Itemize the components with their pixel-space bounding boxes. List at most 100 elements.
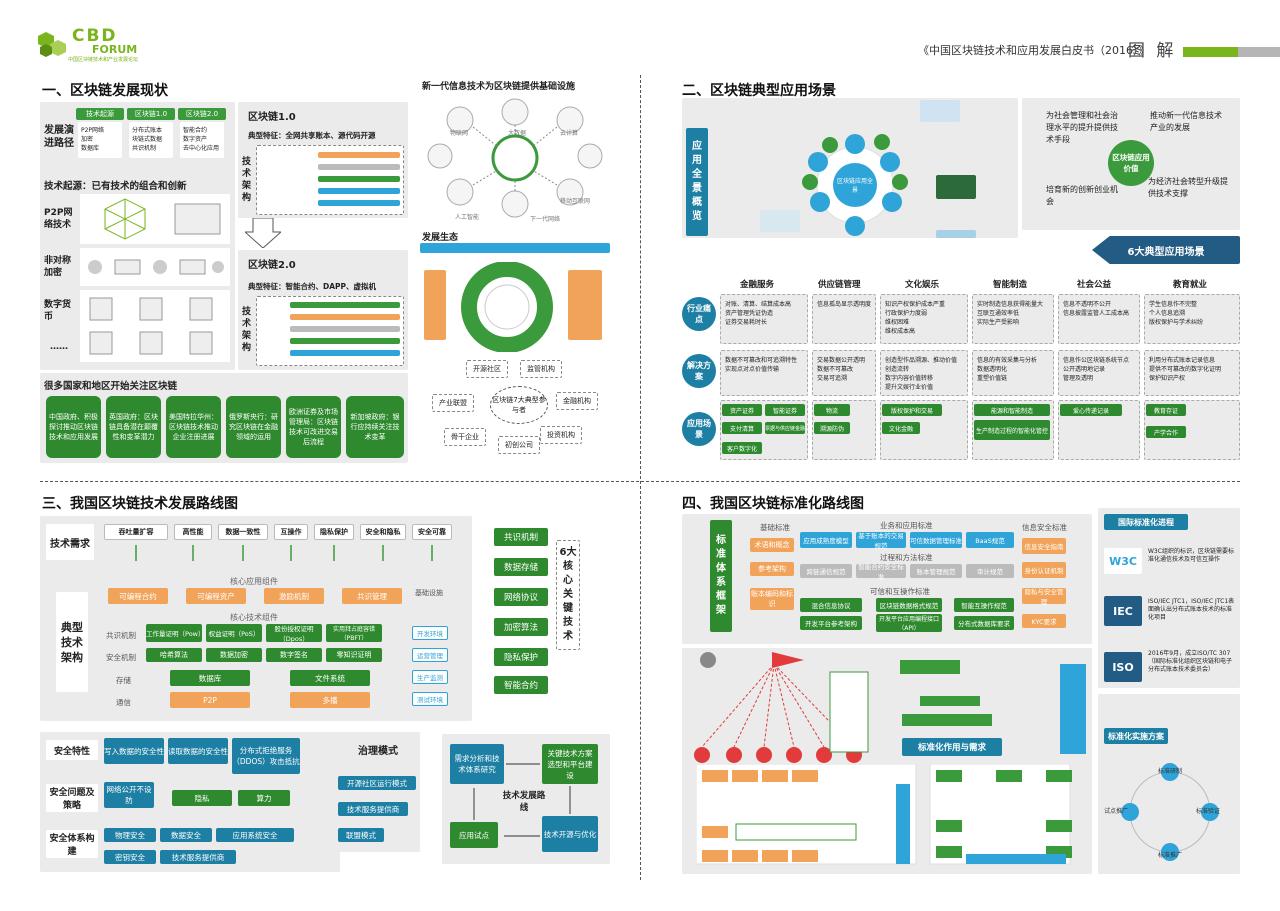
s2-img-4 — [920, 100, 960, 122]
infra-diagram — [427, 98, 603, 218]
pain-6: 学生信息作不完整 个人信息追溯 版权保护与学术纠纷 — [1144, 294, 1240, 344]
eco-item-1: 开源社区 — [466, 360, 508, 378]
interop-1: 混合信息协议 — [800, 598, 862, 612]
app-header-1: 金融服务 — [740, 280, 775, 290]
s3-arch-panel — [40, 516, 472, 721]
pain-3: 知识产权保护成本严重 行政保护力度弱 维权困难 维权成本高 — [880, 294, 968, 344]
biz-3: 可信数据管理标准 — [910, 532, 962, 548]
scene-6-1: 教育存证 — [1146, 404, 1186, 416]
side-4: 测试环境 — [412, 692, 448, 706]
infra-title: 新一代信息技术为区块链提供基础设施 — [422, 82, 576, 92]
path-desc-2: 分布式账本 块链式数据 共识机制 — [129, 122, 173, 158]
row-pain-label: 行业痛点 — [682, 297, 716, 331]
sec-std-1: 信息安全指南 — [1022, 538, 1066, 554]
bc2-features: 典型特征：智能合约、DAPP、虚拟机 — [248, 282, 377, 291]
tech-asym: 非对称加密 — [44, 256, 72, 278]
s2-img-3 — [936, 230, 976, 238]
scene-4-2: 生产制造过程的智能化管控 — [974, 420, 1050, 440]
eco-item-6: 金融机构 — [556, 392, 598, 410]
sol-2: 交易数据公开透明 数据不可篡改 交易可追溯 — [812, 350, 876, 396]
row-scene-label: 应用场景 — [682, 412, 716, 446]
scene-3-1: 版权保护和交易 — [882, 404, 942, 416]
bc1-bar-3 — [318, 176, 400, 182]
key-1: 共识机制 — [494, 528, 548, 546]
core-app-label: 核心应用组件 — [230, 577, 278, 586]
base-2: 参考架构 — [750, 562, 794, 576]
cons-3: 股份授权证明（Dpos） — [266, 624, 322, 643]
safety-label: 安全特性 — [46, 740, 98, 760]
divider-vertical — [640, 75, 641, 880]
country-6: 新加坡政府：银行应持续关注技术变革 — [346, 396, 404, 458]
value-item-4: 为经济社会转型升级提供技术支撑 — [1148, 177, 1228, 198]
pain-1: 对账、清算、结算成本高 资产管理凭证伪造 证券交易耗时长 — [720, 294, 808, 344]
tech-p2p: P2P网络技术 — [44, 208, 73, 230]
eco-bar — [420, 243, 610, 253]
p2p-network-diagram — [80, 194, 230, 244]
biz-4: BaaS规范 — [966, 532, 1014, 548]
key-5: 隐私保护 — [494, 648, 548, 666]
scene-5-1: 爱心传递记录 — [1060, 404, 1122, 416]
scene-3-2: 文化金融 — [882, 422, 920, 434]
path-step-2: 区块链1.0 — [127, 108, 175, 120]
impl-diagram — [696, 764, 1072, 865]
country-1: 中国政府、积极探讨推动区块链技术和应用发展 — [46, 396, 101, 458]
app-center: 区块链应用全景 — [836, 178, 873, 194]
side-2: 运营管理 — [412, 648, 448, 662]
impl-label: 标准化实施方案 — [1104, 728, 1168, 744]
app-comp-4: 共识管理 — [342, 588, 402, 604]
org-iso: ISO — [1104, 652, 1142, 682]
bc-arrow — [245, 218, 281, 248]
cycle-2: 标准验证 — [1196, 808, 1221, 815]
core-tech-label: 核心技术组件 — [230, 613, 278, 622]
side-1: 开发环境 — [412, 626, 448, 640]
path-desc-1: P2P网络 加密 数据库 — [78, 122, 122, 158]
proc-1: 跨链通信规范 — [800, 564, 852, 578]
route-2: 关键技术方案选型和平台建设 — [542, 744, 598, 784]
proc-4: 审计规范 — [966, 564, 1014, 578]
infra-item-4: 人工智能 — [455, 214, 480, 221]
s2-banner: 6大典型应用场景 — [1092, 236, 1240, 264]
eco-item-5: 投资机构 — [540, 426, 582, 444]
bc2-bar-4 — [290, 338, 400, 344]
cycle-1: 标准研制 — [1158, 768, 1183, 775]
sol-5: 信息作公区块链系统节点 公开透明地记录 管理及透明 — [1058, 350, 1140, 396]
cons-2: 权益证明（PoS） — [206, 624, 262, 642]
pain-4: 实时制造信息获得能量大 互联互通效率低 实际生产受影响 — [972, 294, 1054, 344]
origin-label: 技术起源：已有技术的组合和创新 — [44, 181, 187, 192]
interop-3: 智能互操作规范 — [954, 598, 1014, 612]
infra-item-6: 移动互联网 — [560, 198, 591, 205]
route-center: 技术发展路线 — [502, 791, 546, 813]
header-bar-grey — [1238, 47, 1280, 57]
interop-label: 可信和互操作标准 — [870, 587, 930, 596]
biz-1: 应用成熟度模型 — [800, 532, 852, 548]
bc2-bar-5 — [290, 350, 400, 356]
scene-2-2: 溯源防伪 — [814, 422, 850, 434]
scene-6-2: 产学合作 — [1146, 426, 1186, 438]
org-desc-3: 2016年9月，成立ISO/TC 307（国际标准化组织区块链和电子分布式账本技… — [1148, 650, 1233, 673]
section-4-title: 四、我国区块链标准化路线图 — [682, 496, 864, 512]
eco-right-col — [568, 270, 602, 340]
scene-1-4: 票据与供应链金融 — [765, 422, 805, 434]
key-4: 加密算法 — [494, 618, 548, 636]
currency-diagram — [80, 290, 230, 362]
tujie-label: 图 解 — [1128, 41, 1177, 61]
req-2: 高性能 — [174, 524, 212, 540]
proc-label: 过程和方法标准 — [880, 553, 933, 562]
system-1: 物理安全 — [104, 828, 156, 842]
value-item-1: 为社会管理和社会治理水平的提升提供技术手段 — [1046, 111, 1118, 144]
issue-1: 网络公开不设防 — [104, 782, 154, 808]
sol-4: 信息的有效采集与分析 数据透明化 重塑价值链 — [972, 350, 1054, 396]
scene-1-3: 支付清算 — [722, 422, 762, 434]
country-3: 美国特拉华州：区块链技术推动企业注册进展 — [166, 396, 221, 458]
biz-2: 基于账本的交易规范 — [856, 532, 906, 550]
issue-3: 算力 — [238, 790, 290, 806]
app-wheel — [802, 134, 908, 236]
comm-label: 通信 — [116, 698, 131, 707]
req-4: 互操作 — [274, 524, 308, 540]
bc1-bar-5 — [318, 200, 400, 206]
country-2: 英国政府：区块链具备潜在颠覆性和变革潜力 — [106, 396, 161, 458]
doc-title: 《中国区块链技术和应用发展白皮书（2016）》 — [918, 44, 1150, 57]
infra-item-2: 大数据 — [508, 130, 527, 137]
proc-3: 账本管理规范 — [910, 564, 962, 578]
gov-label: 治理模式 — [358, 746, 398, 757]
